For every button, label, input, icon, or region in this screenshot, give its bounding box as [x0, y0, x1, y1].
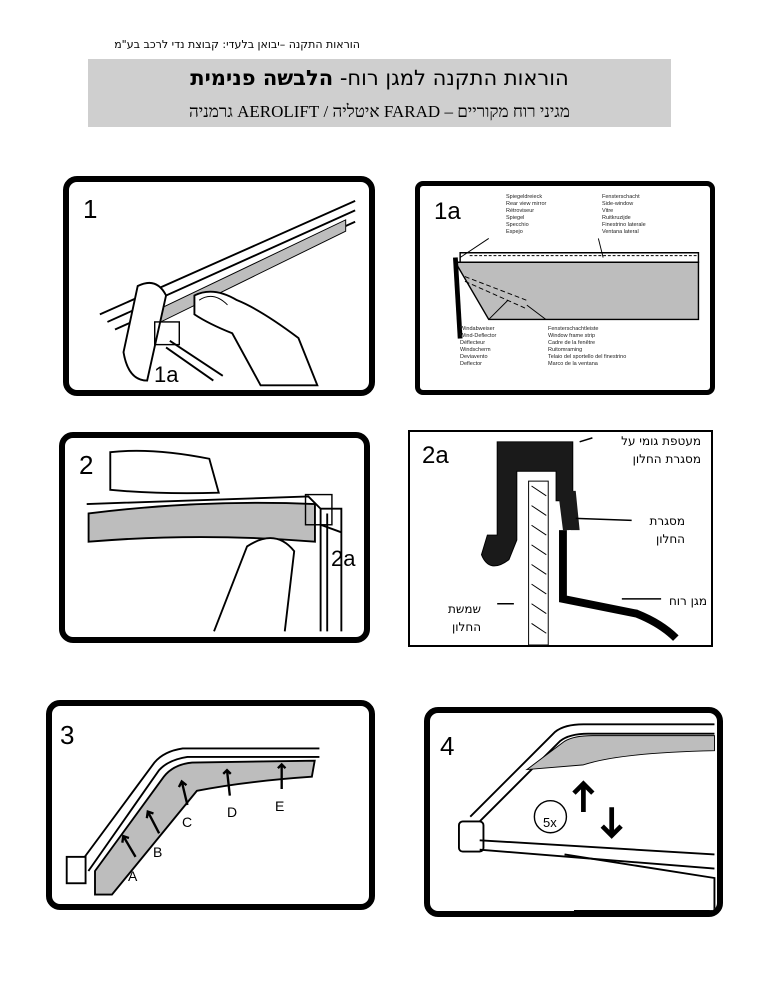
label-line: Fensterschachtleiste [548, 326, 599, 332]
step-1-illustration [99, 200, 356, 387]
point-a: A [128, 868, 138, 884]
title-band [88, 59, 671, 127]
label-line: החלון [452, 620, 482, 634]
label-line: Windabweiser [460, 326, 495, 332]
page-title: הוראות התקנה למגן רוח- הלבשה פנימית [88, 66, 671, 90]
panel-step-2a: 2a מעטפת גומי על מסגרת החלון מסגרת החלון… [408, 430, 713, 647]
label-line: Cadre de la fenêtre [548, 340, 596, 346]
title-bold: הלבשה פנימית [190, 66, 334, 90]
label-line: Specchio [506, 222, 529, 228]
label-line: Déflecteur [460, 340, 486, 346]
label-line: Ventana lateral [602, 229, 639, 235]
label-line: מסגרת החלון [632, 452, 701, 466]
step-number: 2a [422, 442, 449, 469]
label-line: Marco de la ventana [548, 361, 598, 367]
label-mirror-list: Spiegeldreieck Rear view mirror Rétrovis… [506, 194, 546, 236]
label-line: Finestrino laterale [602, 222, 646, 228]
label-line: Rétroviseur [506, 208, 535, 214]
label-line: מסגרת [649, 514, 685, 528]
point-b: B [153, 844, 163, 860]
label-line: Telaio del sportello del finestrino [548, 354, 627, 360]
label-line: Deflector [460, 361, 483, 367]
panel-step-3: 3 A B C D E [46, 700, 375, 910]
label-line: Side-window [602, 201, 634, 207]
label-window-frame: מסגרת החלון [649, 512, 685, 548]
label-line: Spiegeldreieck [506, 194, 543, 200]
label-window-glass: שמשת החלון [448, 600, 481, 636]
label-deflector: מגן רוח [668, 594, 707, 608]
label-line: Vitre [602, 208, 614, 214]
label-frame-list: Fensterschachtleiste Window frame strip … [548, 326, 626, 368]
step-4-illustration [458, 723, 716, 911]
page-subtitle: מגיני רוח מקוריים – FARAD איטליה / AEROL… [189, 102, 570, 121]
point-e: E [275, 798, 285, 814]
point-d: D [227, 804, 238, 820]
label-line: Fensterschacht [602, 194, 640, 200]
label-rubber-cover: מעטפת גומי על מסגרת החלון [621, 432, 701, 468]
label-window-list: Fensterschacht Side-window Vitre Ruitkru… [602, 194, 646, 236]
label-line: Windscherm [460, 347, 491, 353]
label-line: Deviavento [460, 354, 488, 360]
label-line: מעטפת גומי על [621, 434, 701, 448]
label-line: Ruitomraming [548, 347, 583, 353]
panel-step-1: 1 1a [63, 176, 375, 396]
inset-label: 1a [154, 362, 179, 387]
step-1a-illustration [452, 238, 700, 339]
label-deflector-list: Windabweiser Wind-Deflector Déflecteur W… [460, 326, 496, 368]
label-line: Ruitkruzijde [602, 215, 631, 221]
step-3-illustration [65, 747, 320, 896]
step-number: 1 [83, 194, 98, 224]
step-number: 1a [434, 198, 461, 225]
label-line: Spiegel [506, 215, 525, 221]
title-normal: הוראות התקנה למגן רוח- [339, 66, 569, 90]
step-number: 3 [60, 720, 75, 750]
header-note: הוראות התקנה –יבואן בלעדי: קבוצת נדי לרכ… [114, 38, 360, 51]
label-line: Rear view mirror [506, 201, 547, 207]
inset-label: 2a [331, 546, 356, 571]
label-line: Espejo [506, 229, 523, 235]
step-2a-illustration [480, 437, 679, 645]
repeat-count: 5x [543, 815, 557, 830]
step-number: 4 [440, 731, 455, 761]
panel-step-1a: 1a Spiegeldreieck Rear view mirror Rétro… [415, 181, 715, 395]
label-line: Window frame strip [548, 333, 596, 339]
label-line: החלון [655, 532, 685, 546]
step-number: 2 [79, 450, 94, 480]
point-c: C [182, 814, 193, 830]
label-line: שמשת [448, 602, 482, 616]
panel-step-4: 4 5x [424, 707, 723, 917]
label-line: Wind-Deflector [460, 333, 497, 339]
step-2-illustration [86, 449, 343, 632]
panel-step-2: 2 2a [59, 432, 370, 643]
